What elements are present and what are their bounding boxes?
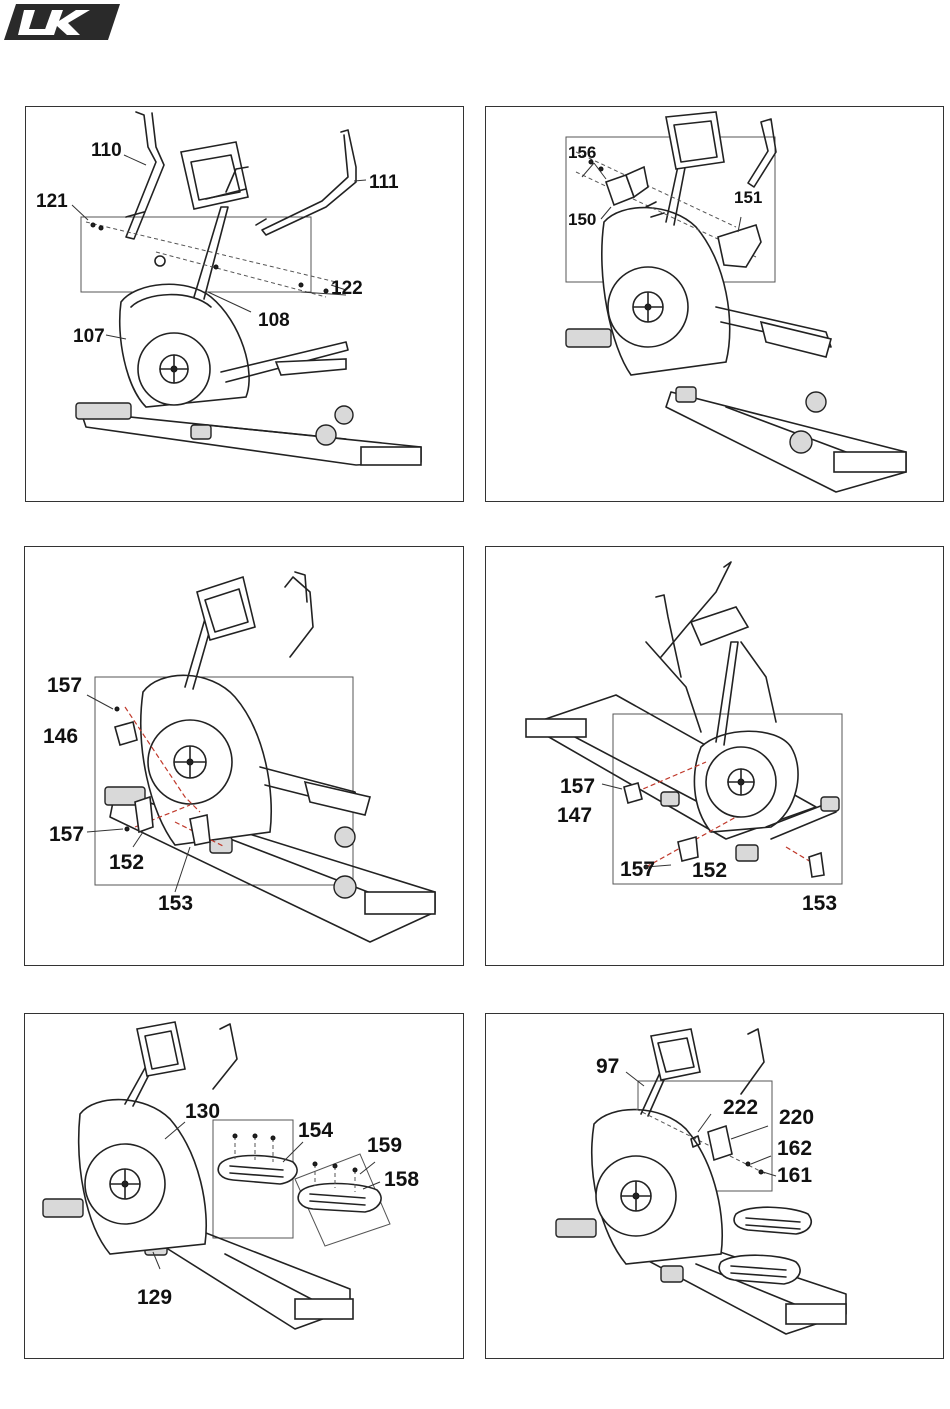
part-label: 222 (723, 1097, 758, 1118)
part-label: 130 (185, 1101, 220, 1122)
assembly-step-panel-4: 157 147 157 152 153 (485, 546, 944, 966)
part-label: 153 (158, 893, 193, 914)
elliptical-drawing (25, 547, 464, 966)
part-label: 157 (47, 675, 82, 696)
part-label: 146 (43, 726, 78, 747)
part-label: 153 (802, 893, 837, 914)
part-label: 157 (49, 824, 84, 845)
assembly-step-panel-2: 156 151 150 (485, 106, 944, 502)
assembly-step-panel-1: 110 111 121 122 107 108 (25, 106, 464, 502)
part-label: 220 (779, 1107, 814, 1128)
part-label: 122 (331, 279, 363, 298)
part-label: 157 (560, 776, 595, 797)
part-label: 159 (367, 1135, 402, 1156)
part-label: 129 (137, 1287, 172, 1308)
part-label: 97 (596, 1056, 619, 1077)
elliptical-drawing (486, 1014, 944, 1359)
part-label: 154 (298, 1120, 333, 1141)
part-label: 157 (620, 859, 655, 880)
assembly-step-panel-6: 97 222 220 162 161 (485, 1013, 944, 1359)
part-label: 108 (258, 311, 290, 330)
elliptical-drawing (486, 547, 944, 966)
part-label: 150 (568, 211, 596, 228)
part-label: 111 (369, 173, 399, 192)
part-label: 110 (91, 141, 122, 160)
lk-logo (2, 2, 122, 42)
part-label: 161 (777, 1165, 812, 1186)
part-label: 151 (734, 189, 762, 206)
assembly-step-panel-3: 157 146 157 152 153 (24, 546, 464, 966)
part-label: 107 (73, 327, 105, 346)
part-label: 121 (36, 192, 68, 211)
part-label: 156 (568, 144, 596, 161)
part-label: 158 (384, 1169, 419, 1190)
part-label: 162 (777, 1138, 812, 1159)
part-label: 147 (557, 805, 592, 826)
part-label: 152 (109, 852, 144, 873)
assembly-step-panel-5: 130 154 159 158 129 (24, 1013, 464, 1359)
part-label: 152 (692, 860, 727, 881)
elliptical-drawing (26, 107, 464, 502)
elliptical-drawing (486, 107, 944, 502)
